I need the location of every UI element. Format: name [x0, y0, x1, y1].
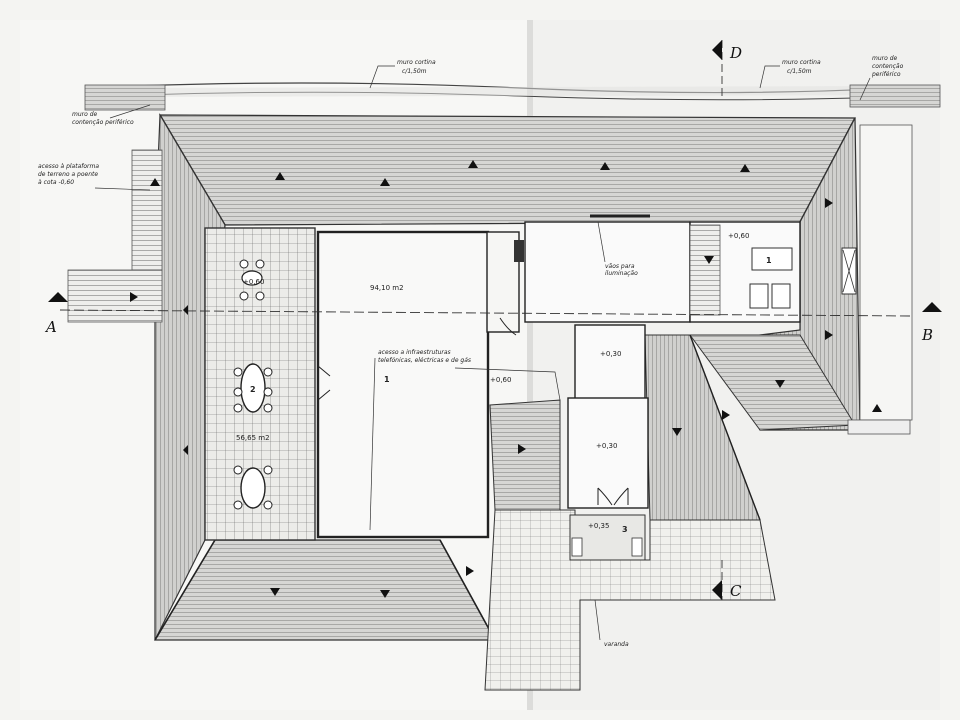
level-center-room: +0,30: [596, 442, 617, 450]
stair-left: [131, 149, 163, 271]
hip-line: [439, 539, 496, 641]
room-number-courtyard: 1: [384, 375, 390, 384]
vent-unit-cross: [842, 249, 856, 293]
label-retaining-right-2: contenção: [872, 63, 904, 70]
level-hall: +0,30: [600, 350, 621, 358]
center-room: [567, 397, 649, 509]
table-set-middle: [233, 363, 273, 413]
section-marker-c: [712, 580, 722, 600]
table-set-bottom: [233, 465, 273, 510]
level-courtyard: +0,60: [490, 376, 511, 384]
section-label-a: A: [44, 318, 57, 336]
door-center-room: [597, 487, 629, 506]
balcony-rail-right: [631, 537, 643, 557]
balcony-rail-left: [571, 537, 583, 557]
label-infrastructure-1: acesso a infraestruturas: [378, 349, 451, 356]
area-terrace: 56,65 m2: [236, 434, 270, 442]
label-skylight-1: vãos para: [605, 263, 635, 270]
label-access-1: acesso à plataforma: [38, 163, 99, 170]
room-number-upper-right: 1: [766, 256, 772, 265]
label-curtain-wall-left: muro cortina: [397, 59, 436, 66]
room-number-terrace: 2: [250, 385, 256, 394]
leader-lines: [94, 65, 871, 641]
hall-upper: [524, 221, 691, 323]
door-courtyard: [317, 365, 331, 401]
hip-line: [689, 334, 761, 521]
fixture-left: [749, 283, 769, 309]
stair-right: [689, 224, 721, 316]
fixture-right: [771, 283, 791, 309]
side-strip-right-step: [847, 419, 911, 435]
retaining-wall-left: [84, 84, 166, 111]
label-access-3: à cota -0,60: [38, 179, 74, 186]
section-label-b: B: [921, 326, 933, 344]
side-strip-right: [859, 124, 913, 421]
service-duct: [486, 231, 520, 333]
section-label-d: D: [729, 44, 742, 62]
hall-lower: [574, 324, 646, 401]
label-retaining-left-1: muro de: [72, 111, 98, 118]
meter-box: [514, 240, 524, 262]
label-retaining-right-3: periférico: [871, 71, 901, 78]
label-infrastructure-2: telefónicas, eléctricas e de gás: [378, 357, 471, 364]
courtyard: [316, 230, 490, 539]
section-label-c: C: [730, 582, 742, 600]
label-curtain-wall-right-height: c/1,50m: [787, 68, 812, 75]
label-skylight-2: iluminação: [605, 270, 638, 277]
slope-arrows: [130, 160, 882, 598]
level-balcony: +0,35: [588, 522, 609, 530]
label-access-2: de terreno a poente: [38, 171, 98, 178]
fixture-box: [751, 247, 793, 271]
ramp-left: [67, 269, 163, 323]
label-curtain-wall-right: muro cortina: [782, 59, 821, 66]
label-veranda: varanda: [604, 641, 629, 648]
room-number-balcony: 3: [622, 525, 628, 534]
section-marker-d: [712, 40, 722, 60]
section-marker-a: [48, 292, 68, 302]
door-duct: [499, 317, 517, 336]
roof-slope-mid: [489, 399, 561, 511]
retaining-wall-right: [849, 84, 941, 108]
label-retaining-right-1: muro de: [872, 55, 898, 62]
section-line-ab: [59, 309, 911, 317]
area-courtyard: 94,10 m2: [370, 284, 404, 292]
roof-slope-top: [158, 114, 856, 226]
hip-line: [154, 539, 216, 641]
label-curtain-wall-left-height: c/1,50m: [402, 68, 427, 75]
section-marker-b: [922, 302, 942, 312]
level-upper-right: +0,60: [728, 232, 749, 240]
level-terrace: +0,60: [243, 278, 264, 286]
table-set-top: [239, 259, 265, 301]
label-retaining-left-2: contenção periférico: [72, 119, 134, 126]
curtain-wall: [84, 82, 936, 101]
